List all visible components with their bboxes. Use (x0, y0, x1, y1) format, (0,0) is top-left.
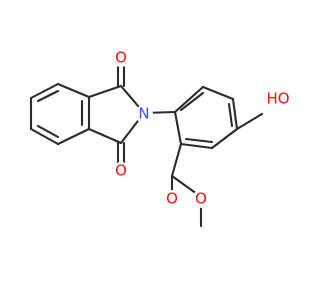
bond (231, 97, 239, 131)
bond (235, 112, 264, 131)
label-background (265, 89, 291, 109)
hydroxyl-group: HO (265, 89, 291, 109)
bond (29, 127, 60, 146)
label-background (163, 190, 181, 208)
label-background (135, 105, 153, 123)
bond (201, 85, 235, 101)
bond (184, 137, 214, 144)
oxygen-atom: O (192, 190, 210, 208)
bond (173, 110, 183, 146)
bond (36, 124, 60, 139)
oxygen-atom: O (112, 162, 130, 180)
oxygen-label: O (115, 49, 127, 67)
bond (210, 127, 239, 150)
chemical-structure-diagram: O N O HO O O (29, 49, 291, 228)
oxygen-atom: O (112, 49, 130, 67)
label-background (192, 190, 210, 208)
bond (179, 91, 205, 112)
atom-label-layer: O N O HO O O (112, 49, 291, 208)
bond (173, 85, 205, 114)
bond (170, 174, 199, 196)
oxygen-label: O (166, 190, 178, 208)
bond (170, 142, 183, 178)
label-background (112, 162, 130, 180)
oxygen-label: O (115, 162, 127, 180)
bond (227, 102, 234, 128)
nitrogen-atom: N (135, 105, 153, 123)
bond (56, 127, 91, 146)
bond (29, 82, 60, 100)
bond (87, 127, 123, 145)
bond (87, 84, 123, 99)
label-background (112, 49, 130, 67)
oxygen-atom: O (163, 190, 181, 208)
nitrogen-label: N (138, 105, 149, 123)
oxygen-label: O (195, 190, 207, 208)
bond (36, 89, 60, 103)
bond (179, 142, 214, 150)
bond (56, 82, 91, 99)
hydroxyl-label: HO (266, 90, 289, 108)
bond-layer (29, 55, 264, 228)
